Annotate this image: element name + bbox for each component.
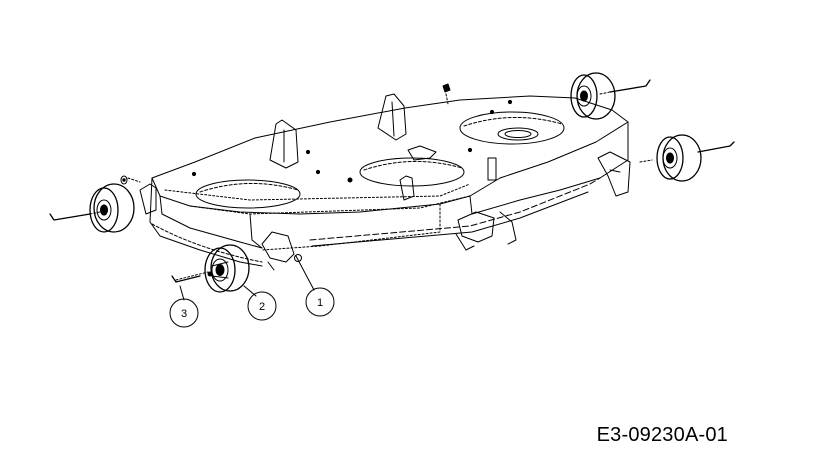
- wheel-bolt-front-right: [639, 141, 735, 163]
- callout-1: 1: [294, 254, 335, 317]
- wheel-bolt-front-left: [171, 271, 213, 283]
- mower-deck: [127, 83, 631, 271]
- anti-scalp-wheel-front-right: [656, 134, 702, 182]
- anti-scalp-wheel-rear-right: [570, 72, 616, 120]
- callout-1-label: 1: [317, 297, 323, 309]
- callout-3: 3: [169, 285, 199, 328]
- callout-2-label: 2: [259, 301, 265, 313]
- part-code-label: E3-09230A-01: [596, 424, 728, 446]
- anti-scalp-wheel-rear-left: [89, 183, 135, 233]
- wheel-bolt-rear-right: [599, 79, 651, 95]
- callout-2: 2: [243, 285, 277, 321]
- wheel-bolt-rear-left: [49, 175, 128, 221]
- anti-scalp-wheel-front-left: [204, 244, 250, 293]
- callout-3-label: 3: [181, 308, 187, 320]
